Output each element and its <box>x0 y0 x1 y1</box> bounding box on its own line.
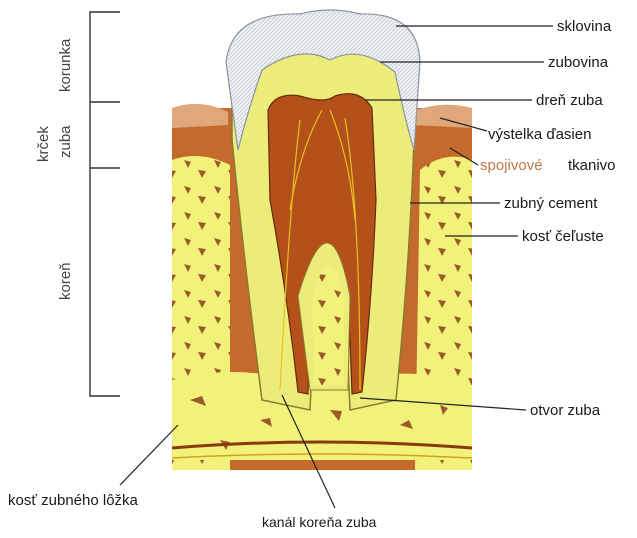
region-bracket <box>90 12 120 396</box>
region-krcek: krček <box>35 126 52 162</box>
label-otvor-zuba: otvor zuba <box>530 402 601 419</box>
label-vystelka-dasien: výstelka ďasien <box>488 126 591 143</box>
label-dren-zuba: dreň zuba <box>536 92 603 109</box>
label-zubny-cement: zubný cement <box>504 195 598 212</box>
label-zubovina: zubovina <box>548 54 609 71</box>
region-korunka: korunka <box>57 38 74 92</box>
label-kost-celuste: kosť čeľuste <box>522 228 604 245</box>
region-koren: koreň <box>57 262 74 300</box>
label-spojivove: spojivové <box>480 157 543 174</box>
label-tkanivo: tkanivo <box>568 157 616 174</box>
region-zuba: zuba <box>57 125 74 158</box>
label-kanal-korena-zuba: kanál koreňa zuba <box>262 514 377 530</box>
label-kost-zubneho-lozka: kosť zubného lôžka <box>8 492 139 509</box>
label-sklovina: sklovina <box>557 18 612 35</box>
